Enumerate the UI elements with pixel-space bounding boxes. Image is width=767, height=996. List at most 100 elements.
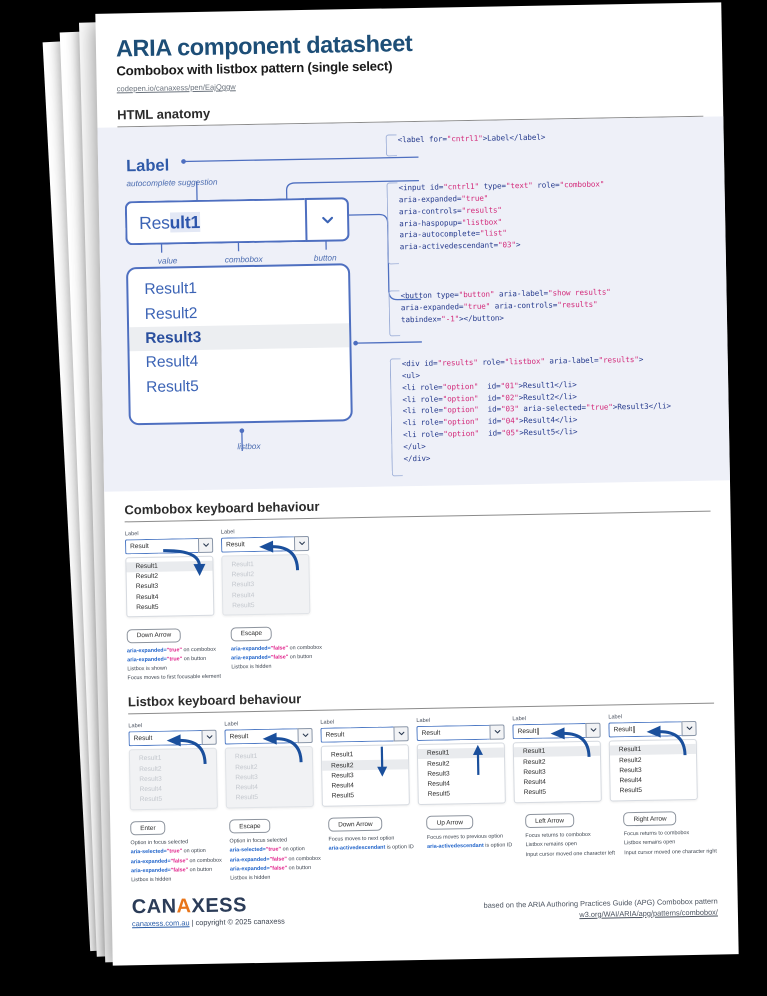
label-code: <label for="cntrl1">Label</label> <box>385 129 710 157</box>
section-title-combobox: Combobox keyboard behaviour <box>124 498 320 518</box>
page-header: ARIA component datasheet Combobox with l… <box>116 25 703 97</box>
widget-toggle-button[interactable] <box>393 726 409 742</box>
widget-input[interactable]: Result <box>416 724 490 741</box>
widget-label: Label <box>224 721 239 728</box>
widget-input[interactable]: Result <box>124 537 199 554</box>
key-annotation: Down Arrow aria-expanded="true" on combo… <box>126 623 224 684</box>
widget-input[interactable]: Result <box>608 721 682 738</box>
widget-toggle-button[interactable] <box>681 720 697 737</box>
apg-pattern-link[interactable]: w3.org/WAI/ARIA/apg/patterns/combobox/ <box>579 907 718 919</box>
page-footer: CANAXESS canaxess.com.au | copyright © 2… <box>132 886 718 928</box>
credit-block: based on the ARIA Authoring Practices Gu… <box>483 895 718 922</box>
widget-toggle-button[interactable] <box>297 727 313 744</box>
option-item[interactable]: Result5 <box>523 788 547 797</box>
widget-input[interactable]: Result <box>224 728 298 745</box>
widget-combobox[interactable]: Result <box>124 537 214 576</box>
option-item[interactable]: Result5 <box>619 787 643 795</box>
key-cap: Escape <box>229 818 271 834</box>
caption-value: value <box>157 256 178 266</box>
widget-toggle-button[interactable] <box>197 537 214 553</box>
diagram-label: Label <box>125 156 170 176</box>
chevron-down-icon <box>398 732 404 736</box>
widget-combobox[interactable]: Result <box>220 535 310 570</box>
widget-combobox[interactable]: Result <box>512 722 601 757</box>
key-detail-line: aria-expanded="false" on button <box>229 864 312 873</box>
diagram-combobox-input[interactable]: Result1 <box>124 198 306 246</box>
code-bracket <box>385 134 397 157</box>
caption-combobox: combobox <box>224 254 263 265</box>
widget-toggle-button[interactable] <box>585 722 601 738</box>
option-item[interactable]: Result5 <box>331 792 355 800</box>
chevron-down-icon <box>590 728 596 733</box>
key-detail-line: Listbox is hidden <box>131 876 172 883</box>
widget-combobox[interactable]: Result <box>128 729 217 764</box>
input-code: <input id="cntrl1" type="text" role="com… <box>386 177 711 265</box>
source-codepen-link[interactable]: codepen.io/canaxess/pen/EajQggw <box>116 82 236 94</box>
code-text: <button type="button" aria-label="show r… <box>400 287 611 324</box>
chevron-down-icon <box>321 216 333 223</box>
copyright-text: | copyright © 2025 canaxess <box>189 916 285 928</box>
chevron-down-icon <box>202 543 209 547</box>
code-text: <input id="cntrl1" type="text" role="com… <box>398 179 605 252</box>
option-item[interactable]: Result5 <box>139 795 163 804</box>
code-bracket <box>389 358 403 477</box>
footer-copyright: canaxess.com.au | copyright © 2025 canax… <box>132 916 285 928</box>
caption-autocomplete: autocomplete suggestion <box>126 177 218 189</box>
datasheet-page: ARIA component datasheet Combobox with l… <box>95 2 739 966</box>
chevron-down-icon <box>298 541 305 545</box>
widget-toggle-button[interactable] <box>293 535 310 551</box>
key-detail-line: Input cursor moved one character right <box>624 848 717 856</box>
code-snippets-column: <label for="cntrl1">Label</label> <input… <box>385 125 710 477</box>
option-item[interactable]: Result5 <box>427 790 451 799</box>
chevron-down-icon <box>206 735 212 740</box>
option-item[interactable]: Result5 <box>136 603 159 612</box>
canaxess-logo: CANAXESS <box>131 893 248 919</box>
widget-toggle-button[interactable] <box>201 729 217 745</box>
widget-combobox[interactable]: Result <box>224 727 313 763</box>
widget-input[interactable]: Result <box>320 726 394 743</box>
widget-input[interactable]: Result <box>512 722 586 740</box>
widget-label: Label <box>220 529 235 536</box>
key-cap: Down Arrow <box>126 628 182 644</box>
text-caret <box>633 725 635 733</box>
combobox-key-annotations: Down Arrow aria-expanded="true" on combo… <box>126 614 714 684</box>
key-cap: Escape <box>230 626 273 642</box>
key-cap: Up Arrow <box>426 815 474 831</box>
widget-combobox[interactable]: Result <box>320 726 409 777</box>
combobox-anatomy-diagram: Label autocomplete suggestion Result1 va… <box>120 134 402 479</box>
button-code: <button type="button" aria-label="show r… <box>388 285 713 337</box>
widget-label: Label <box>128 723 143 730</box>
widget-label: Label <box>320 719 335 727</box>
widget-input[interactable]: Result <box>128 729 202 747</box>
key-cap: Left Arrow <box>525 813 575 829</box>
canaxess-site-link[interactable]: canaxess.com.au <box>131 918 190 929</box>
widget-combobox[interactable]: Result <box>608 720 697 756</box>
chevron-down-icon <box>302 733 308 738</box>
diagram-combobox[interactable]: Result1 <box>124 197 350 246</box>
widget-input[interactable]: Result <box>220 535 295 553</box>
option-item[interactable]: Result5 <box>235 794 259 802</box>
widget-toggle-button[interactable] <box>489 724 505 740</box>
diagram-combobox-button[interactable] <box>304 197 350 243</box>
widget-combobox[interactable]: Result <box>416 724 505 775</box>
option-item[interactable]: Result5 <box>232 601 255 610</box>
diagram-option[interactable]: Result5 <box>146 377 199 396</box>
caption-listbox: listbox <box>237 441 261 452</box>
key-detail-line: Listbox is hidden <box>230 874 271 882</box>
key-detail-line: Listbox is hidden <box>231 663 272 671</box>
